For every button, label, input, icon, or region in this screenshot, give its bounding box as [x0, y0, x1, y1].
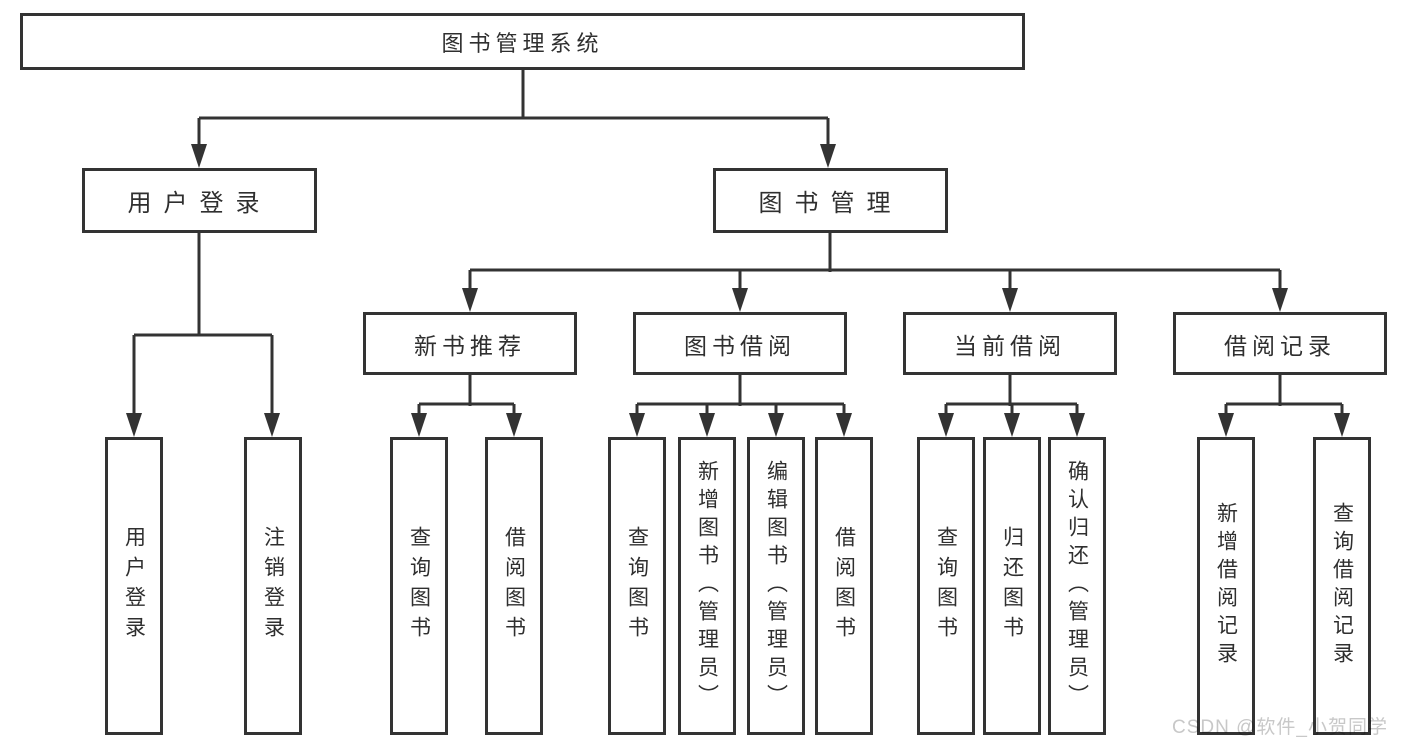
- node-user-login-label: 用户登录: [127, 190, 272, 217]
- leaf-return-books-label: 归还图书: [1000, 526, 1024, 646]
- leaf-confirm-return-admin-label: 确认归还（管理员）: [1065, 460, 1089, 712]
- node-borrow-records: 借阅记录: [1173, 312, 1387, 375]
- leaf-user-login: 用户登录: [105, 437, 163, 735]
- node-book-management-label: 图书管理: [758, 190, 903, 217]
- leaf-query-borrow-record-label: 查询借阅记录: [1330, 502, 1354, 670]
- leaf-borrow-borrow-books-label: 借阅图书: [832, 526, 856, 646]
- leaf-borrow-query-books-label: 查询图书: [625, 526, 649, 646]
- leaf-add-borrow-record-label: 新增借阅记录: [1214, 502, 1238, 670]
- leaf-newbook-query-books-label: 查询图书: [407, 526, 431, 646]
- node-new-book-recommend: 新书推荐: [363, 312, 577, 375]
- node-book-borrow-label: 图书借阅: [684, 332, 796, 359]
- node-system-root-label: 图书管理系统: [441, 30, 604, 56]
- leaf-edit-books-admin: 编辑图书（管理员）: [747, 437, 805, 735]
- leaf-logout-label: 注销登录: [261, 526, 285, 646]
- leaf-edit-books-admin-label: 编辑图书（管理员）: [764, 460, 788, 712]
- leaf-newbook-borrow-books-label: 借阅图书: [502, 526, 526, 646]
- leaf-user-login-label: 用户登录: [122, 526, 146, 646]
- leaf-newbook-borrow-books: 借阅图书: [485, 437, 543, 735]
- leaf-query-borrow-record: 查询借阅记录: [1313, 437, 1371, 735]
- leaf-borrow-borrow-books: 借阅图书: [815, 437, 873, 735]
- leaf-newbook-query-books: 查询图书: [390, 437, 448, 735]
- node-current-borrow-label: 当前借阅: [954, 332, 1066, 359]
- node-book-borrow: 图书借阅: [633, 312, 847, 375]
- leaf-current-query-books: 查询图书: [917, 437, 975, 735]
- node-system-root: 图书管理系统: [20, 13, 1025, 70]
- leaf-confirm-return-admin: 确认归还（管理员）: [1048, 437, 1106, 735]
- leaf-current-query-books-label: 查询图书: [934, 526, 958, 646]
- node-new-book-recommend-label: 新书推荐: [414, 332, 526, 359]
- node-current-borrow: 当前借阅: [903, 312, 1117, 375]
- leaf-add-books-admin: 新增图书（管理员）: [678, 437, 736, 735]
- leaf-add-books-admin-label: 新增图书（管理员）: [695, 460, 719, 712]
- node-user-login: 用户登录: [82, 168, 317, 233]
- leaf-add-borrow-record: 新增借阅记录: [1197, 437, 1255, 735]
- csdn-watermark: CSDN @软件_小贺同学: [1172, 717, 1388, 738]
- leaf-logout: 注销登录: [244, 437, 302, 735]
- leaf-borrow-query-books: 查询图书: [608, 437, 666, 735]
- node-book-management: 图书管理: [713, 168, 948, 233]
- node-borrow-records-label: 借阅记录: [1224, 332, 1336, 359]
- leaf-return-books: 归还图书: [983, 437, 1041, 735]
